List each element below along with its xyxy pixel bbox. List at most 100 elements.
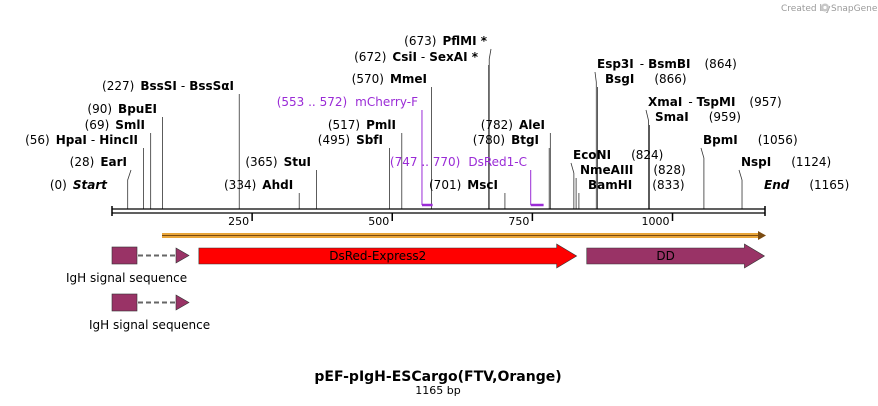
cut-site-pflmi-: PflMI *(673)	[404, 34, 488, 48]
ruler-tick-label: 250	[228, 215, 249, 228]
site-position: (90)	[87, 102, 112, 116]
site-name: BtgI	[511, 133, 539, 147]
cut-site-line	[738, 169, 743, 209]
site-position: (69)	[85, 118, 110, 132]
site-position: (0)	[50, 178, 67, 192]
site-name: HpaI	[56, 133, 87, 147]
primer-range: (747 .. 770)	[390, 155, 460, 169]
cut-site-line	[594, 71, 597, 209]
brand-text: SnapGene	[831, 4, 878, 14]
site-name: BsgI	[605, 72, 634, 86]
signal-sequence-arrowhead	[175, 247, 190, 264]
cut-site-smai: SmaI (959)	[655, 110, 741, 124]
primer-dsred1-c: DsRed1-C (747 .. 770)	[390, 155, 544, 207]
feature-arrow	[586, 243, 766, 269]
site-name: AhdI	[262, 178, 293, 192]
site-position: (227)	[102, 79, 134, 93]
site-name: BpuEI	[118, 102, 157, 116]
cut-site-line	[570, 162, 575, 209]
feature-label: DsRed-Express2	[329, 249, 426, 263]
site-position: (957)	[749, 95, 781, 109]
site-name: PmlI	[366, 118, 396, 132]
site-name-separator: -	[421, 50, 425, 64]
site-position: (959)	[709, 110, 741, 124]
cut-site-alei: AleI(782)	[481, 118, 545, 132]
site-name: BamHI	[588, 178, 632, 192]
site-position: (334)	[224, 178, 256, 192]
signal-sequence-2: IgH signal sequence	[89, 293, 210, 332]
cut-site-line	[700, 147, 705, 209]
credit-text: Created by	[781, 4, 831, 14]
site-name: EcoNI	[573, 148, 611, 162]
site-name-separator: -	[688, 95, 692, 109]
cut-site-stui: StuI (365)	[245, 155, 311, 169]
site-name: NmeAIII	[580, 163, 633, 177]
site-name-separator: -	[91, 133, 95, 147]
primer-mcherry-f: mCherry-F(553 .. 572)	[277, 95, 433, 207]
site-name: NspI	[741, 155, 771, 169]
site-position: (28)	[70, 155, 95, 169]
cut-site-xmai: XmaI-TspMI (957)	[648, 95, 782, 109]
cut-site-esp3i: Esp3I-BsmBI(864)	[597, 57, 737, 71]
cut-site-end: End (1165)	[764, 178, 849, 192]
cut-site-labels: Start(0)EarI(28)HincII-HpaI(56)SmlI(69)B…	[25, 34, 849, 192]
cut-site-eari: EarI (28)	[70, 155, 127, 169]
map-subtitle: 1165 bp	[415, 384, 460, 397]
cut-site-bsssi: BssSαI-BssSI(227)	[102, 79, 234, 93]
primer-name: DsRed1-C	[468, 155, 527, 169]
cut-site-econi: EcoNI(824)	[573, 148, 663, 162]
site-name2: TspMI	[697, 95, 736, 109]
site-position: (672)	[354, 50, 386, 64]
feature-dsred-express2: DsRed-Express2	[198, 243, 578, 269]
cut-site-nspi: NspI(1124)	[741, 155, 831, 169]
signal-sequence-box	[111, 293, 138, 312]
site-position: (56)	[25, 133, 50, 147]
cut-site-sbfi: SbfI(495)	[318, 133, 383, 147]
site-name-separator: -	[640, 57, 644, 71]
site-name: SmaI	[655, 110, 689, 124]
signal-sequence-label: IgH signal sequence	[89, 318, 210, 332]
orf-arrow	[162, 231, 766, 240]
site-name2: HincII	[99, 133, 138, 147]
cut-site-pmli: PmlI (517)	[328, 118, 396, 132]
snapgene-logo-icon	[821, 3, 829, 12]
cut-site-line	[488, 48, 492, 209]
site-position: (701)	[429, 178, 461, 192]
cut-site-mmei: MmeI (570)	[352, 72, 427, 86]
site-position: (673)	[404, 34, 436, 48]
site-position: (517)	[328, 118, 360, 132]
cut-site-msci: (701)MscI	[429, 178, 498, 192]
signal-sequence-arrowhead	[175, 294, 190, 311]
feature-dd: DD	[586, 243, 766, 269]
site-name: Esp3I	[597, 57, 634, 71]
site-position: (365)	[245, 155, 277, 169]
site-position: (1165)	[809, 178, 849, 192]
site-name: MmeI	[390, 72, 427, 86]
site-name: SmlI	[115, 118, 145, 132]
site-position: (828)	[653, 163, 685, 177]
site-name: CsiI	[392, 50, 417, 64]
site-name: EarI	[100, 155, 127, 169]
site-name: BpmI	[703, 133, 738, 147]
site-position: (782)	[481, 118, 513, 132]
cut-site-bpuei: BpuEI (90)	[87, 102, 157, 116]
features: DsRed-Express2 DD	[198, 243, 766, 269]
site-name: XmaI	[648, 95, 682, 109]
cut-site-hpai: HincII-HpaI (56)	[25, 133, 138, 147]
site-position: (780)	[473, 133, 505, 147]
cut-site-ahdi: (334) AhdI	[224, 178, 293, 192]
cut-site-lines	[127, 48, 743, 209]
signal-sequence-1: IgH signal sequence	[66, 246, 190, 285]
site-position: (570)	[352, 72, 384, 86]
cut-site-btgi: BtgI (780)	[473, 133, 539, 147]
site-name: StuI	[284, 155, 311, 169]
site-position: (864)	[705, 57, 737, 71]
site-name: End	[764, 178, 790, 192]
site-position: (1056)	[758, 133, 798, 147]
site-name: BssSI	[140, 79, 177, 93]
cut-site-start: Start(0)	[50, 178, 108, 192]
cut-site-bpmi: BpmI (1056)	[703, 133, 798, 147]
site-position: (866)	[654, 72, 686, 86]
